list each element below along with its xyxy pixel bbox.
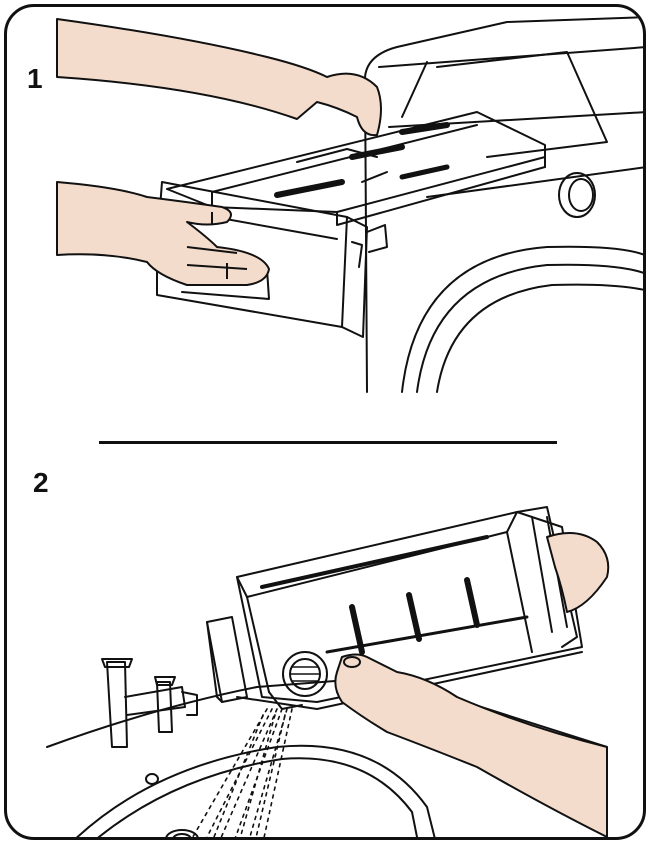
sink-counter xyxy=(46,676,608,748)
left-hand xyxy=(334,653,608,837)
step-number-2: 2 xyxy=(33,467,49,498)
instruction-frame: 1 2 xyxy=(4,4,646,840)
faucet xyxy=(106,661,128,748)
drawer-removal-illustration xyxy=(56,16,643,393)
drawer-grille xyxy=(282,651,328,697)
right-hand xyxy=(546,532,610,613)
drawer-front xyxy=(206,616,248,703)
machine-top-panel xyxy=(436,51,608,158)
step-number-1: 1 xyxy=(27,63,43,94)
washing-machine-body xyxy=(364,16,643,393)
right-hand xyxy=(56,18,382,137)
drawer-front xyxy=(156,181,348,328)
drawer-rinsing-illustration xyxy=(46,506,610,837)
left-hand xyxy=(56,181,270,286)
drawer-tray xyxy=(166,111,546,213)
step-divider xyxy=(99,441,557,444)
control-knob xyxy=(558,172,596,218)
machine-door xyxy=(401,245,643,393)
sink-drain xyxy=(165,829,199,837)
